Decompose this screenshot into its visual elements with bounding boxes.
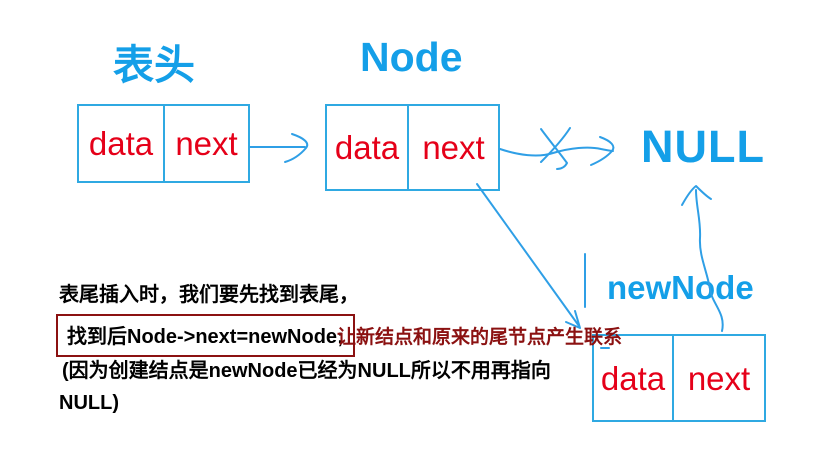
diagonal-arrow-icon — [476, 183, 581, 329]
node-data-cell: data — [327, 106, 409, 189]
newnode-box: data next — [592, 334, 766, 422]
null-label: NULL — [641, 121, 765, 172]
newnode-title: newNode — [607, 269, 754, 306]
head-next-cell: next — [175, 125, 238, 162]
node-title: Node — [360, 34, 463, 80]
newnode-next-cell: next — [687, 359, 751, 397]
head-data-cell: data — [79, 106, 165, 181]
note-line-3: (因为创建结点是newNode已经为NULL所以不用再指向 — [62, 360, 551, 382]
note-line-1: 表尾插入时，我们要先找到表尾， — [59, 284, 359, 306]
note-line-4: NULL) — [59, 392, 119, 414]
boxed-code-statement: 找到后Node->next=newNode; — [56, 314, 355, 357]
crossed-arrow-icon — [499, 127, 615, 170]
node-next-cell: next — [422, 129, 485, 166]
tail-node-box: data next — [325, 104, 500, 191]
arrow-right-icon — [249, 133, 309, 163]
red-comment: 让新结点和原来的尾节点产生联系 — [337, 327, 623, 348]
newnode-data-cell: data — [594, 336, 674, 420]
head-node-box: data next — [77, 104, 250, 183]
up-arrow-icon — [681, 185, 724, 332]
head-title: 表头 — [113, 42, 195, 88]
